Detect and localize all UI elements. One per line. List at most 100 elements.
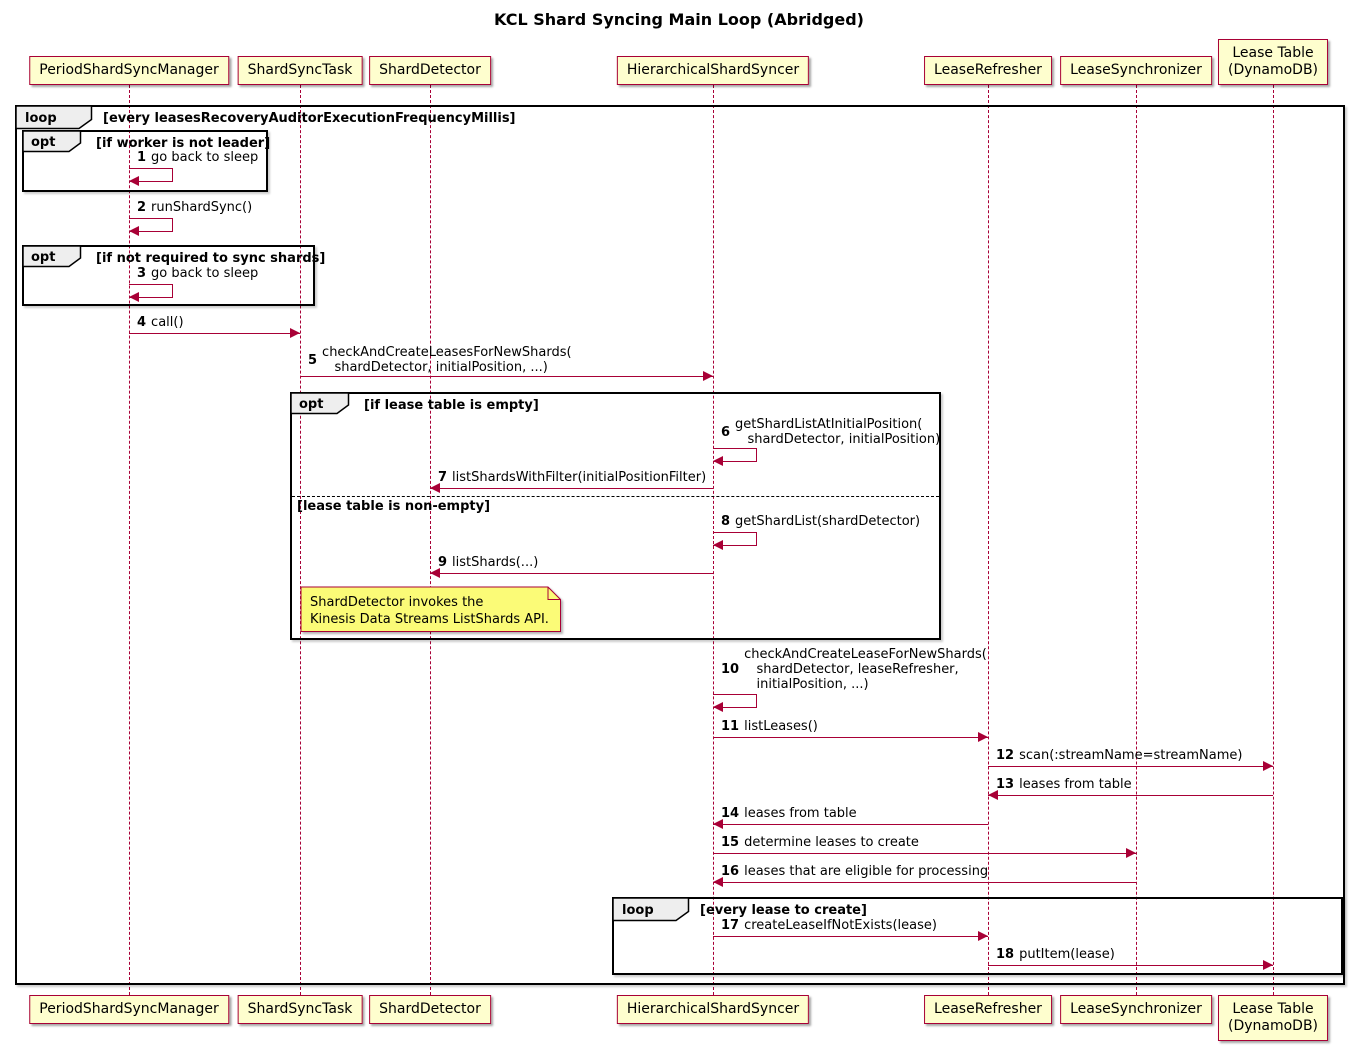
message-1-label: 1 go back to sleep [137,150,258,165]
message-7-line [430,488,713,489]
message-15-number: 15 [721,835,740,850]
message-7-text: listShardsWithFilter(initialPositionFilt… [452,470,707,485]
message-1-self-arrow [129,168,173,182]
message-15-text: determine leases to create [744,835,919,850]
opt-frame-lease-table-empty: opt [if lease table is empty] [290,392,941,640]
message-15-label: 15 determine leases to create [721,835,919,850]
participant-bottom-shard-sync-task: ShardSyncTask [237,995,363,1024]
frame-tab-shape [15,105,93,130]
message-8-number: 8 [721,514,731,529]
lifeline-lease-synchronizer [1136,85,1137,995]
message-6-self-arrow [713,448,757,462]
message-4-arrowhead [290,328,300,338]
participant-top-period-shard-sync-manager: PeriodShardSyncManager [29,56,229,85]
loop-frame-every-lease: loop [every lease to create] [612,897,1343,975]
message-17-label: 17 createLeaseIfNotExists(lease) [721,918,937,933]
message-4-line [129,333,300,334]
message-3-label: 3 go back to sleep [137,266,258,281]
message-5-number: 5 [308,352,318,368]
message-8-self-arrow [713,532,757,546]
participant-bottom-lease-refresher: LeaseRefresher [924,995,1052,1024]
lifeline-shard-detector [430,85,431,995]
diagram-title: KCL Shard Syncing Main Loop (Abridged) [494,10,864,29]
message-16-label: 16 leases that are eligible for processi… [721,864,988,879]
message-18-text: putItem(lease) [1019,947,1115,962]
message-2-text: runShardSync() [151,200,253,215]
note-text-line1: ShardDetector invokes the [310,595,483,610]
message-4-text: call() [151,315,184,330]
frame-tab: opt [22,245,82,268]
message-17-number: 17 [721,918,740,933]
loop-frame-outer: loop [every leasesRecoveryAuditorExecuti… [15,105,1345,985]
message-11-number: 11 [721,719,740,734]
message-4-number: 4 [137,315,147,330]
message-9-text: listShards(...) [452,555,539,570]
message-18-arrowhead [1263,960,1273,970]
message-16-number: 16 [721,864,740,879]
frame-tab: opt [22,130,82,153]
message-1-arrowhead [129,176,139,186]
message-18-line [988,965,1273,966]
message-10-arrowhead [713,702,723,712]
message-18-number: 18 [996,947,1015,962]
message-3-self-arrow [129,284,173,298]
message-15-arrowhead [1126,848,1136,858]
message-14-line [713,824,988,825]
message-10-text: checkAndCreateLeaseForNewShards( shardDe… [744,647,987,692]
message-10-number: 10 [721,662,740,677]
participant-bottom-lease-synchronizer: LeaseSynchronizer [1060,995,1212,1024]
frame-tab-label: loop [25,111,57,126]
message-10-self-arrow [713,694,757,708]
note-body [300,586,561,632]
message-17-text: createLeaseIfNotExists(lease) [744,918,937,933]
opt-frame-not-required-to-sync: opt [if not required to sync shards] [22,245,325,306]
message-7-number: 7 [438,470,448,485]
note-fold [547,587,561,600]
frame-tab-shape [612,897,690,922]
message-5-label: 5 checkAndCreateLeasesForNewShards( shar… [308,345,572,375]
participant-top-lease-refresher: LeaseRefresher [924,56,1052,85]
message-3-arrowhead [129,292,139,302]
message-15-line [713,853,1136,854]
message-1-number: 1 [137,150,147,165]
participant-top-lease-synchronizer: LeaseSynchronizer [1060,56,1212,85]
message-2-number: 2 [137,200,147,215]
message-14-text: leases from table [744,806,857,821]
frame-guard: [if not required to sync shards] [96,251,326,266]
message-2-self-arrow [129,218,173,232]
message-13-label: 13 leases from table [996,777,1132,792]
message-2-arrowhead [129,226,139,236]
participant-bottom-hierarchical-shard-syncer: HierarchicalShardSyncer [616,995,810,1024]
frame-tab-label: opt [31,135,55,150]
message-14-arrowhead [713,819,723,829]
note-shard-detector: ShardDetector invokes the Kinesis Data S… [300,586,561,632]
message-6-number: 6 [721,424,731,440]
message-8-arrowhead [713,540,723,550]
frame-tab-label: loop [622,903,654,918]
frame-guard: [if worker is not leader] [96,136,271,151]
frame-tab-label: opt [31,250,55,265]
participant-top-lease-table: Lease Table (DynamoDB) [1217,39,1329,85]
participant-top-shard-detector: ShardDetector [369,56,491,85]
message-7-arrowhead [430,483,440,493]
message-8-label: 8 getShardList(shardDetector) [721,514,920,529]
frame-tab: loop [612,897,690,922]
message-2-label: 2 runShardSync() [137,200,252,215]
lifeline-period-shard-sync-manager [129,85,130,995]
participant-top-hierarchical-shard-syncer: HierarchicalShardSyncer [616,56,810,85]
message-18-label: 18 putItem(lease) [996,947,1115,962]
message-11-arrowhead [978,732,988,742]
message-12-arrowhead [1263,761,1273,771]
participant-bottom-shard-detector: ShardDetector [369,995,491,1024]
message-10-label: 10 checkAndCreateLeaseForNewShards( shar… [721,647,987,692]
message-9-number: 9 [438,555,448,570]
message-12-text: scan(:streamName=streamName) [1019,748,1243,763]
message-12-number: 12 [996,748,1015,763]
lifeline-lease-table [1273,85,1274,995]
message-9-line [430,573,713,574]
frame-tab-shape [290,392,350,415]
message-3-number: 3 [137,266,147,281]
message-7-label: 7 listShardsWithFilter(initialPositionFi… [438,470,706,485]
message-8-text: getShardList(shardDetector) [735,514,921,529]
